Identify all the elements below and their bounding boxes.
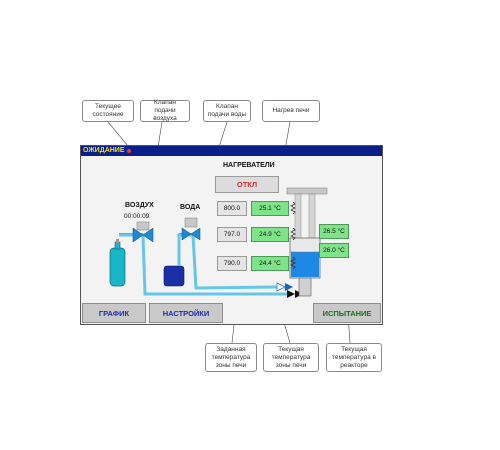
- zone2-setpoint-field[interactable]: 797.0: [217, 227, 247, 242]
- water-tank-icon: [163, 240, 185, 287]
- status-text: ОЖИДАНИЕ: [83, 147, 125, 154]
- valve-icon: [181, 217, 201, 241]
- callout-air-valve: Клапан подачи воздуха: [140, 99, 190, 122]
- leader-status: [107, 121, 129, 147]
- heaters-title: НАГРЕВАТЕЛИ: [223, 162, 275, 169]
- air-label: ВОЗДУХ: [125, 202, 154, 209]
- callout-set-temp: Заданная температура зоны печи: [205, 343, 257, 372]
- zone3-setpoint-field[interactable]: 790.0: [217, 256, 247, 271]
- callout-reactor-temp: Текущая температура в реакторе: [326, 343, 382, 372]
- heater-coil-icon: [290, 202, 296, 214]
- air-timer: 00:00:09: [124, 213, 150, 220]
- zone2-current-temp: 24.9 °C: [251, 227, 289, 242]
- callout-status: Текущее состояние: [82, 100, 134, 122]
- air-cylinder-icon: [109, 239, 126, 287]
- test-button[interactable]: ИСПЫТАНИЕ: [313, 303, 381, 323]
- status-bar: ОЖИДАНИЕ: [81, 146, 382, 156]
- hmi-panel: ОЖИДАНИЕ: [80, 145, 383, 325]
- heater-coil-icon: [290, 257, 296, 269]
- check-valve-icon: [276, 282, 303, 298]
- reactor-temp-1: 26.5 °C: [319, 224, 349, 239]
- zone1-setpoint-field[interactable]: 800.0: [217, 201, 247, 216]
- settings-button[interactable]: НАСТРОЙКИ: [149, 303, 223, 323]
- chart-button[interactable]: ГРАФИК: [82, 303, 146, 323]
- zone1-current-temp: 25.1 °C: [251, 201, 289, 216]
- zone3-current-temp: 24.4 °C: [251, 256, 289, 271]
- reactor-temp-2: 26.0 °C: [319, 243, 349, 258]
- reactor-icon: [286, 187, 328, 297]
- heater-coil-icon: [290, 228, 296, 240]
- water-label: ВОДА: [180, 204, 201, 211]
- callout-cur-zone-temp: Текущая температура зоны печи: [263, 343, 319, 372]
- valve-icon: [132, 221, 154, 243]
- process-schematic: [109, 187, 328, 298]
- heaters-off-button[interactable]: ОТКЛ: [215, 176, 279, 193]
- status-indicator-icon: [127, 149, 131, 153]
- callout-furnace-heat: Нагрев печи: [262, 100, 320, 122]
- callout-water-valve: Клапан подачи воды: [203, 100, 251, 122]
